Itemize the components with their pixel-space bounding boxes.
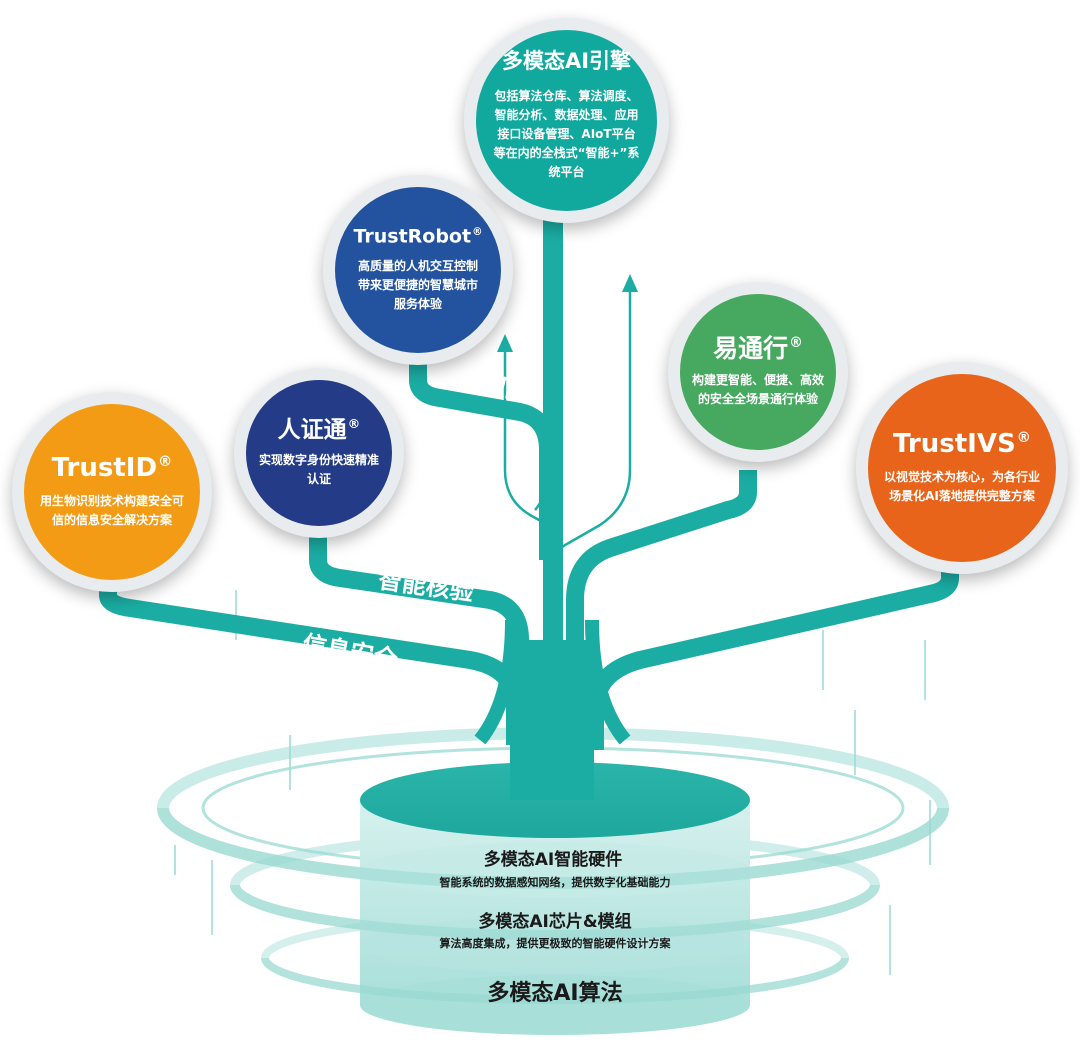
node-desc: 实现数字身份快速精准认证 — [259, 453, 380, 487]
node-desc: 包括算法仓库、算法调度、智能分析、数据处理、应用接口设备管理、AIoT平台等在内… — [493, 89, 640, 180]
arrow-head-icon — [497, 334, 513, 352]
node-trustrobot: TrustRobot® 高质量的人机交互控制带来更便捷的智慧城市服务体验 — [323, 175, 513, 365]
node-title: 多模态AI引擎 — [501, 48, 632, 73]
tree-trunk — [99, 215, 959, 800]
node-desc: 用生物识别技术构建安全可信的信息安全解决方案 — [39, 493, 184, 527]
layer-algorithm-title: 多模态AI算法 — [487, 980, 622, 1006]
node-title: 人证通® — [277, 416, 361, 443]
platform-cylinder — [360, 762, 750, 1035]
decor-lines — [174, 590, 931, 975]
node-renzhengtong: 人证通® 实现数字身份快速精准认证 — [234, 368, 404, 538]
layer-hardware-title: 多模态AI智能硬件 — [484, 849, 622, 870]
registered-mark: ® — [1016, 430, 1031, 447]
node-desc: 构建更智能、便捷、高效的安全全场景通行体验 — [691, 373, 824, 407]
arrow-head-icon — [622, 274, 638, 292]
growth-arrows — [503, 290, 632, 550]
node-trustivs: TrustIVS® 以视觉技术为核心，为各行业场景化AI落地提供完整方案 — [856, 362, 1068, 574]
registered-mark: ® — [472, 226, 483, 239]
registered-mark: ® — [347, 416, 361, 432]
node-yitongxing: 易通行® 构建更智能、便捷、高效的安全全场景通行体验 — [668, 282, 848, 462]
node-title: 易通行® — [713, 333, 803, 363]
registered-mark: ® — [158, 454, 173, 471]
arrow-heads — [497, 274, 638, 352]
node-title: TrustRobot® — [353, 225, 483, 248]
layer-hardware-desc: 智能系统的数据感知网络，提供数字化基础能力 — [440, 875, 671, 889]
node-multimodal-ai-engine: 多模态AI引擎 包括算法仓库、算法调度、智能分析、数据处理、应用接口设备管理、A… — [464, 18, 669, 223]
node-trustid: TrustID® 用生物识别技术构建安全可信的信息安全解决方案 — [12, 392, 212, 592]
node-desc: 高质量的人机交互控制带来更便捷的智慧城市服务体验 — [357, 258, 478, 311]
node-title: TrustID® — [51, 453, 173, 484]
layer-chip-desc: 算法高度集成，提供更极致的智能硬件设计方案 — [439, 936, 672, 950]
layer-chip-title: 多模态AI芯片&模组 — [478, 911, 631, 932]
node-desc: 以视觉技术为核心，为各行业场景化AI落地提供完整方案 — [883, 469, 1040, 503]
front-rings — [157, 807, 949, 1004]
branch-label-smart-verify: 智能核验 — [377, 566, 476, 607]
node-title: TrustIVS® — [893, 429, 1031, 460]
registered-mark: ® — [789, 335, 803, 352]
